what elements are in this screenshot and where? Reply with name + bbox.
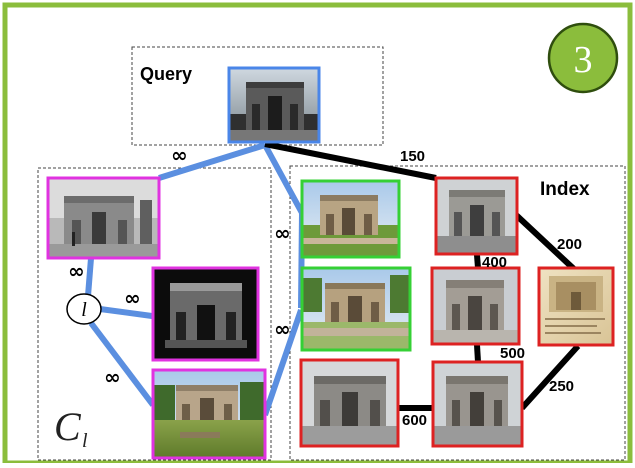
cluster-image-3	[151, 368, 267, 460]
nonmatch-image-1	[434, 176, 519, 256]
cluster-subscript: l	[82, 430, 88, 452]
node-l	[66, 293, 102, 325]
cluster-image-1	[46, 176, 161, 260]
nonmatch-image-2	[430, 266, 521, 346]
edge-l-img2	[99, 306, 153, 319]
edge-250	[519, 343, 581, 411]
edge-query-match-a	[262, 143, 305, 215]
inf-label-l-img2: ∞	[124, 286, 141, 310]
inf-label-match-cluster: ∞	[274, 317, 291, 341]
cluster-image-2	[151, 266, 260, 362]
edge-l-img3	[88, 321, 156, 407]
weight-500: 500	[500, 345, 525, 362]
edge-match-b-cluster	[262, 309, 304, 416]
index-label: Index	[540, 179, 590, 200]
weight-400: 400	[482, 254, 507, 271]
inf-label-l-img3: ∞	[104, 365, 121, 389]
query-label: Query	[140, 64, 192, 84]
nonmatch-image-5	[431, 360, 524, 448]
node-l-label: l	[81, 299, 87, 321]
query-image-border	[227, 66, 321, 144]
edge-400	[474, 254, 481, 269]
edge-150	[264, 141, 437, 181]
nonmatch-image-3	[537, 266, 615, 347]
weight-600: 600	[402, 412, 427, 429]
cluster-box	[37, 167, 272, 461]
nonmatch-image-4	[299, 358, 400, 448]
step-badge-number: 3	[574, 39, 593, 81]
black-edges	[264, 141, 581, 411]
inf-label-query-cluster: ∞	[171, 143, 188, 167]
weight-150: 150	[400, 148, 425, 165]
weight-200: 200	[557, 236, 582, 253]
inf-label-l-img1: ∞	[68, 259, 85, 283]
index-box	[289, 165, 626, 461]
edge-200	[512, 211, 578, 273]
match-image-1	[300, 179, 401, 259]
weight-250: 250	[549, 378, 574, 395]
query-box	[131, 46, 384, 146]
match-image-2	[300, 266, 412, 352]
edge-query-cluster	[158, 142, 266, 181]
step-badge	[547, 22, 619, 94]
cluster-label: C	[54, 404, 82, 449]
edge-500	[474, 344, 481, 363]
inf-label-query-match: ∞	[274, 221, 291, 245]
query-image	[227, 66, 321, 144]
